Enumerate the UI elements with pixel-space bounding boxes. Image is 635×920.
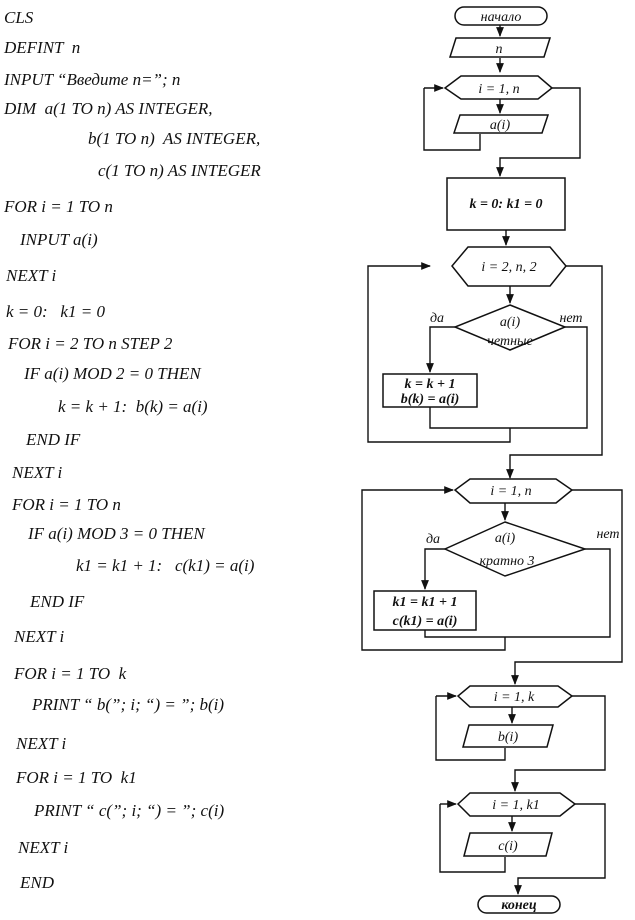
- decision1-yes: да: [430, 311, 444, 326]
- code-line: k = 0: k1 = 0: [6, 302, 105, 321]
- decision1-bottom: четные: [487, 334, 532, 349]
- decision1-no: нет: [559, 311, 582, 326]
- output-b-label: b(i): [498, 730, 519, 745]
- code-line: END: [20, 873, 54, 892]
- end-label: конец: [501, 898, 537, 913]
- loop3-block: i = 1, n: [453, 478, 574, 504]
- loop5-block: i = 1, k1: [456, 792, 577, 817]
- start-terminator: начало: [454, 6, 548, 26]
- loop1-label: i = 1, n: [478, 82, 519, 97]
- assign2-line2: c(k1) = a(i): [393, 614, 458, 629]
- code-line: PRINT “ b(”; i; “) = ”; b(i): [32, 695, 225, 714]
- start-label: начало: [481, 10, 522, 25]
- input-ai-block: a(i): [452, 114, 550, 134]
- code-line: CLS: [4, 8, 34, 27]
- code-line: FOR i = 2 TO n STEP 2: [8, 334, 173, 353]
- code-line: DEFINT n: [4, 38, 81, 57]
- code-line: IF a(i) MOD 2 = 0 THEN: [24, 364, 201, 383]
- loop5-label: i = 1, k1: [492, 798, 540, 813]
- loop2-block: i = 2, n, 2: [451, 246, 567, 287]
- assign2-line1: k1 = k1 + 1: [393, 595, 458, 610]
- init-process: k = 0: k1 = 0: [446, 177, 566, 231]
- output-b-block: b(i): [462, 724, 554, 748]
- code-line: NEXT i: [18, 838, 69, 857]
- code-line: NEXT i: [14, 627, 65, 646]
- assign2-process: k1 = k1 + 1 c(k1) = a(i): [373, 590, 477, 631]
- input-n-block: n: [448, 37, 552, 58]
- code-line: c(1 TO n) AS INTEGER: [98, 161, 261, 180]
- code-line: FOR i = 1 TO n: [4, 197, 113, 216]
- code-line: END IF: [30, 592, 85, 611]
- input-ai-label: a(i): [490, 118, 511, 133]
- output-c-label: c(i): [498, 839, 518, 854]
- code-line: NEXT i: [16, 734, 67, 753]
- loop2-label: i = 2, n, 2: [481, 260, 536, 275]
- code-line: FOR i = 1 TO n: [12, 495, 121, 514]
- assign1-line1: k = k + 1: [405, 377, 456, 392]
- code-line: PRINT “ c(”; i; “) = ”; c(i): [34, 801, 225, 820]
- loop4-label: i = 1, k: [494, 690, 535, 705]
- init-label: k = 0: k1 = 0: [469, 197, 542, 212]
- code-line: INPUT “Введите n=”; n: [4, 70, 181, 89]
- loop1-block: i = 1, n: [443, 75, 554, 100]
- decision2-no: нет: [596, 527, 619, 542]
- decision1-top: a(i): [500, 315, 521, 330]
- decision2-yes: да: [426, 532, 440, 547]
- connectors: [361, 24, 623, 895]
- code-line: b(1 TO n) AS INTEGER,: [88, 129, 261, 148]
- decision2-top: a(i): [495, 531, 516, 546]
- code-line: k = k + 1: b(k) = a(i): [58, 397, 208, 416]
- code-line: NEXT i: [6, 266, 57, 285]
- code-line: INPUT a(i): [20, 230, 98, 249]
- loop4-block: i = 1, k: [456, 685, 574, 708]
- decision2-bottom: кратно 3: [479, 554, 534, 569]
- decision1: a(i) четные да нет: [430, 304, 583, 351]
- code-line: DIM a(1 TO n) AS INTEGER,: [4, 99, 213, 118]
- input-n-label: n: [496, 42, 503, 57]
- code-line: k1 = k1 + 1: c(k1) = a(i): [76, 556, 255, 575]
- output-c-block: c(i): [463, 832, 553, 857]
- decision2: a(i) кратно 3 да нет: [426, 521, 620, 577]
- code-line: IF a(i) MOD 3 = 0 THEN: [28, 524, 205, 543]
- loop3-label: i = 1, n: [490, 484, 531, 499]
- assign1-process: k = k + 1 b(k) = a(i): [382, 373, 478, 408]
- code-line: END IF: [26, 430, 81, 449]
- end-terminator: конец: [477, 895, 561, 914]
- code-line: FOR i = 1 TO k: [14, 664, 127, 683]
- code-line: NEXT i: [12, 463, 63, 482]
- code-line: FOR i = 1 TO k1: [16, 768, 137, 787]
- assign1-line2: b(k) = a(i): [401, 392, 460, 407]
